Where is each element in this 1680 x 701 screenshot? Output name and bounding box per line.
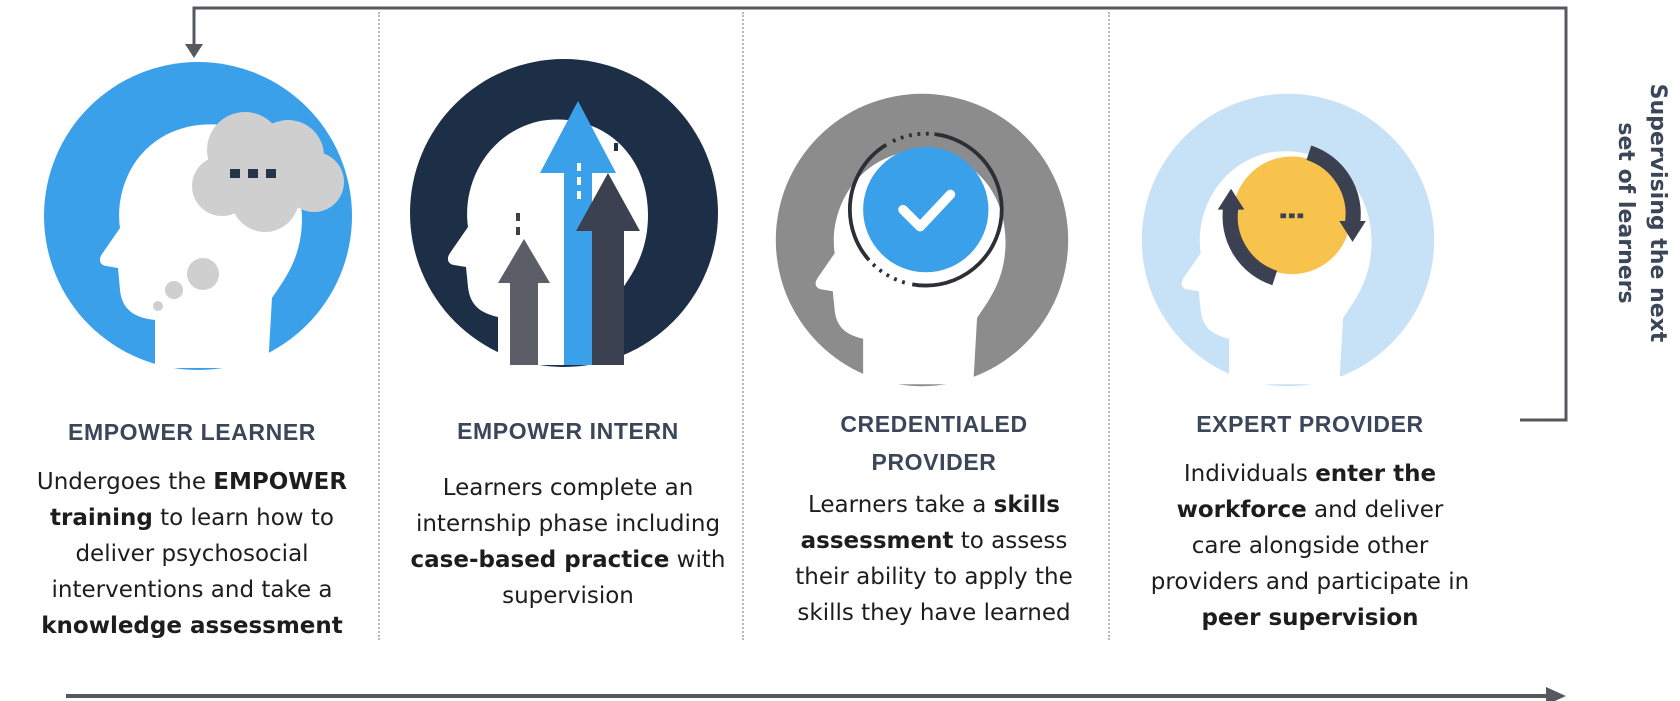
stage-description: Individuals enter the workforce and deli…	[1140, 456, 1480, 636]
description-emphasis: peer supervision	[1201, 605, 1419, 631]
stage-divider	[378, 12, 380, 640]
stage-title: EXPERT PROVIDER	[1196, 411, 1424, 437]
stage-description: Undergoes the EMPOWER training to learn …	[22, 464, 362, 644]
head-growth-arrows-icon	[410, 59, 718, 367]
stage-title: CREDENTIALED PROVIDER	[840, 411, 1028, 475]
description-emphasis: enter the workforce	[1176, 461, 1437, 523]
stage-divider	[742, 12, 744, 640]
stage-credentialed-provider: CREDENTIALED PROVIDER Learners take a sk…	[764, 0, 1104, 640]
description-emphasis: EMPOWER training	[50, 469, 348, 531]
stage-description: Learners take a skills assessment to ass…	[764, 487, 1104, 631]
description-text: Learners complete an internship phase in…	[415, 475, 721, 537]
description-text: Learners take a	[808, 492, 994, 518]
stage-empower-learner: EMPOWER LEARNER Undergoes the EMPOWER tr…	[22, 0, 362, 640]
stage-divider	[1108, 12, 1110, 640]
progression-arrowhead-icon	[1546, 687, 1566, 701]
stage-title: EMPOWER LEARNER	[68, 419, 316, 445]
loop-label: Supervising the next set of learners	[1585, 68, 1675, 358]
description-text: Individuals	[1183, 461, 1316, 487]
description-text: and deliver care alongside other provide…	[1150, 497, 1470, 595]
stage-description: Learners complete an internship phase in…	[398, 470, 738, 614]
loop-back-arrowhead-icon	[185, 44, 203, 58]
head-cycle-arrows-icon	[1141, 93, 1435, 387]
description-text: Undergoes the	[36, 469, 214, 495]
description-emphasis: knowledge assessment	[41, 613, 343, 639]
description-text: with supervision	[502, 547, 726, 609]
description-emphasis: case-based practice	[410, 547, 670, 573]
description-emphasis: skills assessment	[800, 492, 1060, 554]
head-checkmark-icon	[775, 93, 1069, 387]
loop-back-arrow	[192, 6, 1568, 422]
stage-empower-intern: EMPOWER INTERN Learners complete an inte…	[398, 0, 738, 640]
loop-label-text: Supervising the next set of learners	[1613, 83, 1670, 343]
description-text: to assess their ability to apply the ski…	[795, 528, 1073, 626]
stage-expert-provider: EXPERT PROVIDER Individuals enter the wo…	[1140, 0, 1480, 640]
head-thought-cloud-icon	[44, 62, 352, 370]
stage-title: EMPOWER INTERN	[457, 418, 679, 444]
description-text: to learn how to deliver psychosocial int…	[51, 505, 334, 603]
